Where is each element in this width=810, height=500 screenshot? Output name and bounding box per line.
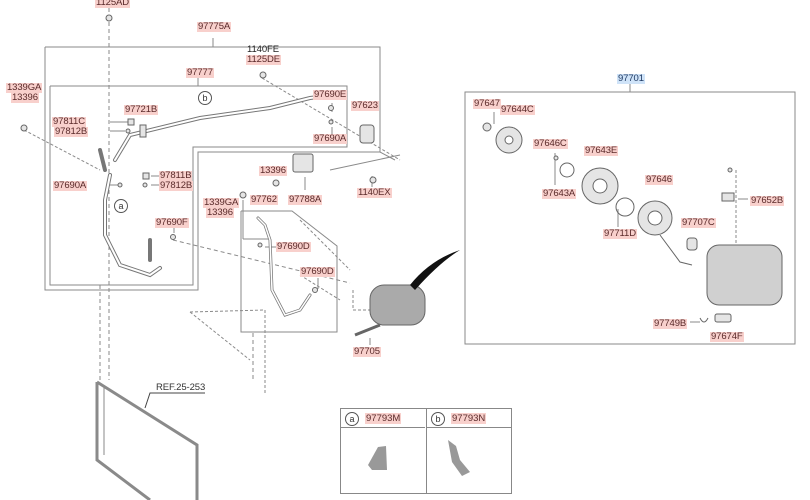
- legend-code-97793n[interactable]: 97793N: [451, 413, 487, 424]
- legend-cell-b: b 97793N: [426, 409, 511, 493]
- sensor-shape: [139, 124, 147, 138]
- label-97705[interactable]: 97705: [353, 346, 381, 357]
- label-1125ad[interactable]: 1125AD: [95, 0, 131, 8]
- compressor-body-shape: [706, 244, 783, 306]
- bracket-b-shape: [448, 440, 470, 476]
- legend-code-97793m[interactable]: 97793M: [365, 413, 402, 424]
- label-97623[interactable]: 97623: [351, 100, 379, 111]
- label-97749b[interactable]: 97749B: [653, 318, 688, 329]
- label-97643a[interactable]: 97643A: [542, 188, 577, 199]
- label-97811c[interactable]: 97811C: [52, 116, 86, 127]
- detail-arrow: [410, 250, 460, 290]
- label-97690e[interactable]: 97690E: [313, 89, 348, 100]
- label-97674f[interactable]: 97674F: [710, 331, 744, 342]
- callout-b: b: [198, 91, 212, 105]
- label-97711d[interactable]: 97711D: [603, 228, 637, 239]
- hose-assembly-frame: [44, 46, 381, 291]
- compressor-small-shape: [369, 284, 426, 326]
- label-97812b-top[interactable]: 97812B: [54, 126, 89, 137]
- label-13396-mid2[interactable]: 13396: [206, 207, 234, 218]
- label-1339ga-mid[interactable]: 1339GA: [203, 197, 240, 208]
- label-97811b[interactable]: 97811B: [159, 170, 193, 181]
- label-97647[interactable]: 97647: [473, 98, 501, 109]
- label-1140fe[interactable]: 1140FE: [247, 44, 279, 55]
- suction-hose-frame: [49, 85, 348, 286]
- label-97646c[interactable]: 97646C: [533, 138, 568, 149]
- label-97777[interactable]: 97777: [186, 67, 214, 78]
- bracket-a-shape: [368, 446, 387, 470]
- part-shapes: [20, 14, 783, 337]
- label-97762[interactable]: 97762: [250, 194, 278, 205]
- label-97690d-1[interactable]: 97690D: [276, 241, 311, 252]
- label-ref-25-253[interactable]: REF.25-253: [156, 382, 206, 393]
- label-97788a[interactable]: 97788A: [288, 194, 323, 205]
- block-shape: [292, 153, 314, 173]
- ref-leader: [144, 392, 205, 409]
- condenser-drawing: [95, 380, 199, 500]
- receiver-shape: [359, 124, 375, 144]
- discharge-hose-frame: [240, 210, 338, 333]
- valve-652b-shape: [721, 192, 735, 202]
- label-13396-mid[interactable]: 13396: [259, 165, 287, 176]
- label-1140ex[interactable]: 1140EX: [357, 187, 392, 198]
- label-1339ga-left[interactable]: 1339GA: [6, 82, 43, 93]
- callout-a: a: [114, 199, 128, 213]
- legend-table: a 97793M b 97793N: [340, 408, 512, 494]
- bolt-647-shape: [482, 122, 492, 132]
- label-97652b[interactable]: 97652B: [750, 195, 785, 206]
- label-97701[interactable]: 97701: [617, 73, 645, 84]
- label-97644c[interactable]: 97644C: [500, 104, 535, 115]
- label-97646[interactable]: 97646: [645, 174, 673, 185]
- label-97690f[interactable]: 97690F: [155, 217, 189, 228]
- label-97707c[interactable]: 97707C: [681, 217, 716, 228]
- legend-callout-b: b: [431, 412, 445, 426]
- label-1125de[interactable]: 1125DE: [246, 54, 282, 65]
- bearing-shape: [686, 237, 698, 251]
- legend-callout-a: a: [345, 412, 359, 426]
- label-13396-left[interactable]: 13396: [11, 92, 39, 103]
- label-97690a-left[interactable]: 97690A: [53, 180, 88, 191]
- label-97643e[interactable]: 97643E: [584, 145, 619, 156]
- label-97690d-2[interactable]: 97690D: [300, 266, 335, 277]
- label-97690a-right[interactable]: 97690A: [313, 133, 348, 144]
- legend-cell-a: a 97793M: [341, 409, 425, 493]
- label-97721b[interactable]: 97721B: [124, 104, 159, 115]
- label-97775a[interactable]: 97775A: [197, 21, 232, 32]
- label-97812b-bottom[interactable]: 97812B: [159, 180, 194, 191]
